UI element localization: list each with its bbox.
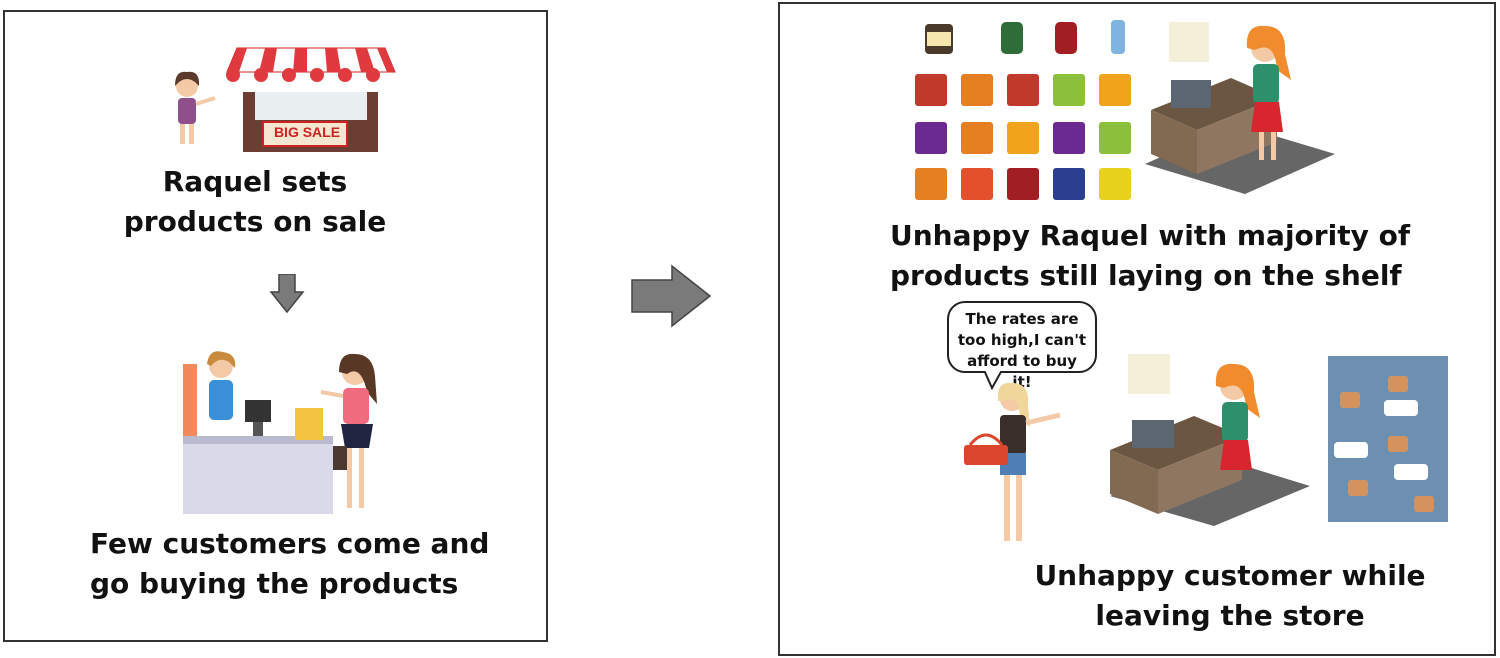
left-caption-top: Raquel sets products on sale bbox=[123, 165, 387, 238]
down-arrow-icon bbox=[269, 274, 305, 314]
customer-speech-bubble: The rates are too high,I can't afford to… bbox=[947, 301, 1097, 391]
right-caption-bottom: Unhappy customer while leaving the store bbox=[1034, 559, 1426, 632]
right-arrow-icon bbox=[631, 264, 712, 328]
checkout-scene-illustration bbox=[183, 351, 377, 514]
raquel-figure bbox=[175, 71, 216, 144]
sale-shop-illustration bbox=[175, 47, 396, 152]
right-panel: Unhappy Raquel with majority of products… bbox=[778, 2, 1496, 656]
unsold-products-illustration bbox=[915, 20, 1131, 200]
unhappy-raquel-counter-illustration-2 bbox=[1110, 354, 1310, 526]
dislike-board-illustration bbox=[1328, 356, 1448, 522]
left-caption-bottom: Few customers come and go buying the pro… bbox=[90, 527, 490, 600]
unhappy-raquel-counter-illustration bbox=[1145, 22, 1335, 194]
speech-tail bbox=[982, 370, 1004, 390]
sale-sign-label: BIG SALE bbox=[273, 124, 341, 140]
unhappy-customer-illustration bbox=[964, 382, 1061, 541]
right-caption-top: Unhappy Raquel with majority of products… bbox=[890, 219, 1410, 292]
left-panel: BIG SALE Raquel sets products on sale Fe… bbox=[3, 10, 548, 642]
